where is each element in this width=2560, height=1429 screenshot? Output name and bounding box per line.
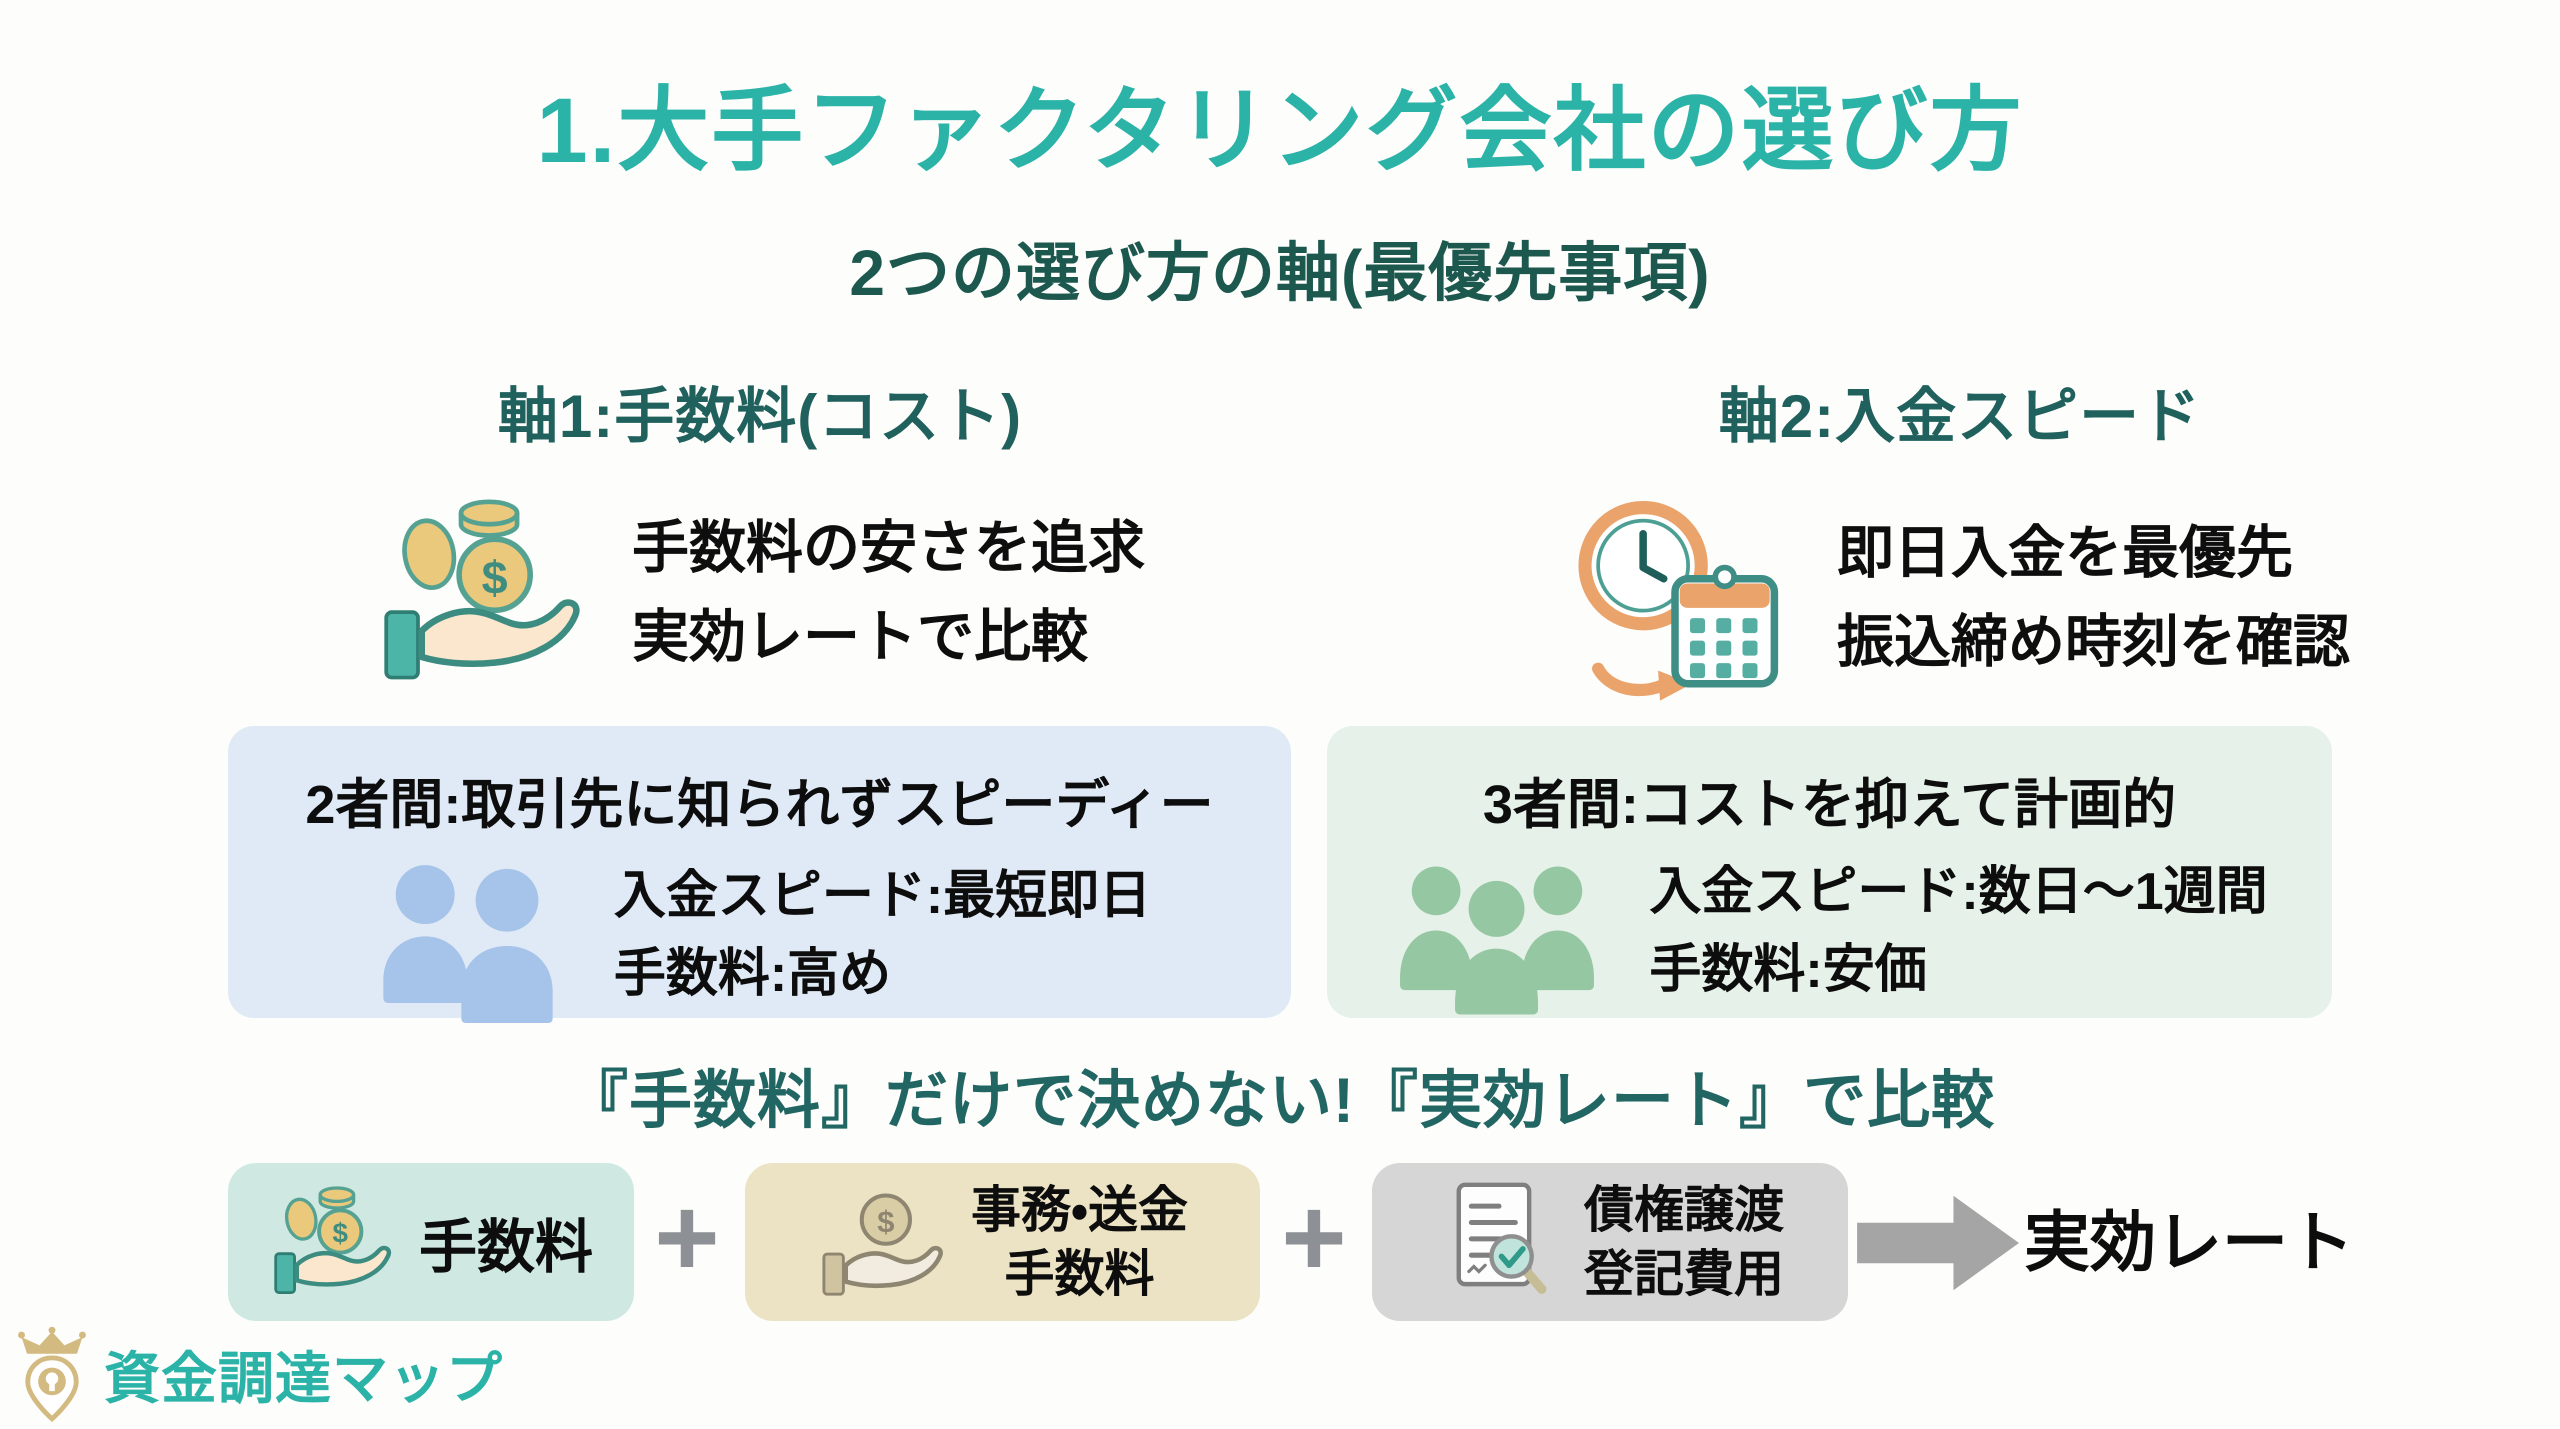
compare-heading: 『手数料』だけで決めない!『実効レート』で比較 [565, 1066, 1995, 1136]
site-logo-text: 資金調達マップ [104, 1347, 503, 1410]
svg-text:$: $ [877, 1204, 894, 1239]
crown-map-pin-icon [18, 1326, 86, 1423]
admin-transfer-fee-label: 事務・送金 手数料 [971, 1182, 1188, 1302]
axis1-section: 軸1:手数料(コスト) $ 手数料の安さを追求 実効レートで比較 [200, 368, 1320, 700]
axis1-heading: 軸1:手数料(コスト) [497, 383, 1023, 450]
two-party-speed: 入金スピード:最短即日 [613, 867, 1152, 925]
page-subtitle: 2つの選び方の軸(最優先事項) [849, 237, 1711, 309]
page-title: 1.大手ファクタリング会社の選び方 [536, 80, 2024, 182]
plus-operator: + [654, 1175, 720, 1300]
fee-term-label: 手数料 [418, 1215, 593, 1280]
clock-calendar-icon [1578, 500, 1779, 701]
two-party-card-title: 2者間:取引先に知られずスピーディー [305, 775, 1214, 835]
axis1-line1: 手数料の安さを追求 [632, 516, 1145, 581]
registration-cost-chip: 債権譲渡 登記費用 [1372, 1163, 1848, 1321]
registration-cost-label: 債権譲渡 登記費用 [1584, 1182, 1784, 1302]
hand-coins-icon: $ [384, 499, 580, 680]
two-party-fee: 手数料:高め [613, 945, 892, 1003]
axis1-line2: 実効レートで比較 [632, 604, 1088, 669]
three-people-icon [1400, 866, 1595, 1015]
hand-coins-icon: $ [274, 1186, 392, 1295]
axis2-line2: 振込締め時刻を確認 [1837, 609, 2350, 674]
axis2-section: 軸2:入金スピード 即日入金を最優先 振込締め時刻を確認 [1400, 368, 2520, 710]
site-logo: 資金調達マップ [16, 1326, 503, 1423]
three-party-card-title: 3者間:コストを抑えて計画的 [1482, 775, 2177, 835]
admin-transfer-fee-chip: $ 事務・送金 手数料 [745, 1163, 1260, 1321]
three-party-card-details: 入金スピード:数日〜1週間 手数料:安価 [1649, 853, 2267, 1009]
document-check-icon [1456, 1182, 1547, 1294]
axis2-description: 即日入金を最優先 振込締め時刻を確認 [1837, 509, 2350, 686]
two-people-icon [383, 865, 553, 1023]
hand-dollar-icon: $ [822, 1193, 943, 1296]
right-block-arrow-icon [1857, 1195, 2019, 1291]
axis2-heading: 軸2:入金スピード [1718, 383, 2202, 450]
svg-text:$: $ [482, 552, 508, 604]
two-party-card: 2者間:取引先に知られずスピーディー 入金スピード:最短即日 手数料:高め [228, 726, 1291, 1023]
axis1-description: 手数料の安さを追求 実効レートで比較 [632, 504, 1145, 681]
two-party-card-details: 入金スピード:最短即日 手数料:高め [614, 857, 1151, 1013]
three-party-speed: 入金スピード:数日〜1週間 [1649, 863, 2268, 921]
axis2-line1: 即日入金を最優先 [1837, 521, 2293, 586]
effective-rate-result: 実効レート [2024, 1205, 2354, 1279]
svg-text:$: $ [332, 1218, 348, 1249]
three-party-card: 3者間:コストを抑えて計画的 入金スピード:数日〜1週間 手数料:安価 [1327, 726, 2332, 1018]
plus-operator: + [1281, 1175, 1347, 1300]
fee-term-chip: $ 手数料 [228, 1163, 634, 1321]
three-party-fee: 手数料:安価 [1649, 941, 1927, 999]
